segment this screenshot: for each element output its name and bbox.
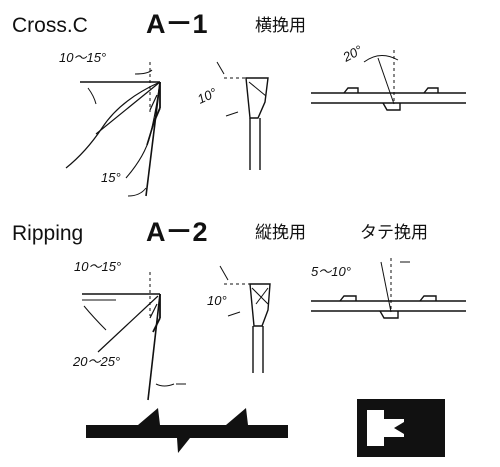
a2-set-view: 5～10° (311, 258, 466, 319)
a2-clearance-angle-label: 20～25° (72, 354, 120, 369)
a2-usage: 縦挽用 (255, 223, 306, 242)
a2-heading: Ripping (12, 222, 83, 245)
a2-usage-alt: タテ挽用 (360, 223, 428, 242)
a2-front-arrow-2 (227, 311, 241, 317)
a2-set-tooth-2 (379, 310, 399, 319)
a1-heading: Cross.C (12, 14, 88, 37)
a1-inner-curve (125, 81, 161, 179)
a2-front-arrow-1 (219, 265, 229, 281)
a2-tooth-profile: 10～15° 20～25° (72, 259, 186, 401)
a1-front-arrow-1 (216, 61, 225, 75)
a2-set-tooth-1 (339, 295, 357, 302)
a1-front-arrow-2 (225, 111, 239, 117)
a2-clearance-line (147, 293, 161, 401)
a1-hook-arc (87, 87, 97, 105)
a1-bevel-angle-label: 10° (195, 85, 219, 107)
a2-set-tooth-3 (419, 295, 437, 302)
a1-clearance-angle-label: 15° (101, 170, 121, 185)
a1-code: A－1 (146, 9, 208, 39)
a2-hook-arc (83, 305, 107, 331)
a2-edge-accent (149, 303, 158, 319)
a2-back-line (97, 295, 159, 353)
tooth-section-block (357, 399, 445, 457)
a2-clearance-arc (155, 383, 175, 387)
a1-set-tooth-1 (343, 87, 359, 94)
a1-set-tooth-3 (423, 87, 439, 94)
a1-clearance-arc (127, 187, 147, 197)
a1-set-arc (363, 55, 399, 63)
a1-set-angle-line (377, 57, 395, 105)
a1-usage: 横挽用 (255, 16, 306, 35)
a1-hook-line (95, 81, 161, 135)
saw-blade-silhouette (86, 408, 288, 453)
a2-front-tooth-outline (249, 283, 271, 327)
a1-set-angle-label: 20° (339, 42, 364, 65)
a1-tooth-profile: 10～15° 15° (59, 50, 161, 197)
a2-code: A－2 (146, 217, 208, 247)
a1-edge-accent (149, 94, 158, 111)
a1-set-tooth-2 (382, 102, 401, 111)
a2-hook-angle-label: 10～15° (74, 259, 121, 274)
a1-hook-angle-label: 10～15° (59, 50, 106, 65)
a1-back-curve (65, 81, 161, 169)
a2-set-angle-label: 5～10° (311, 264, 351, 279)
a1-tooth-front: 10° (195, 61, 269, 170)
a2-tooth-front: 10° (207, 265, 271, 373)
a1-front-bevel-line (248, 81, 267, 97)
a2-front-bevel-line-2 (255, 287, 269, 305)
a2-bevel-angle-label: 10° (207, 293, 227, 308)
tooth-section-cutout (367, 410, 404, 446)
a1-hook-arc-top (134, 69, 153, 75)
a2-front-bevel-line-1 (251, 287, 269, 305)
a2-set-angle-line (380, 261, 392, 313)
a1-set-view: 20° (311, 42, 466, 111)
a1-front-tooth-outline (245, 77, 269, 119)
